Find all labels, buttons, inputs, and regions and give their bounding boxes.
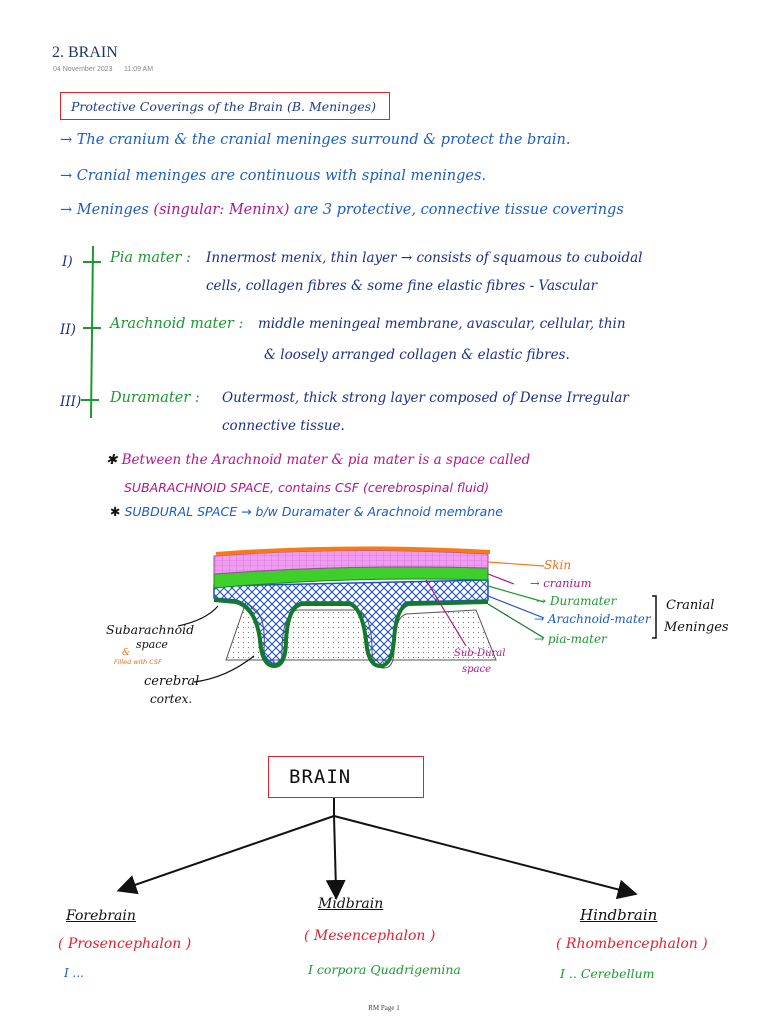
page-title: 2. BRAIN: [52, 44, 118, 61]
layer-3-name: Duramater :: [110, 390, 200, 406]
subdural-note: ✱ SUBDURAL SPACE → b/w Duramater & Arach…: [110, 504, 503, 519]
brain-root-label: BRAIN: [289, 766, 352, 788]
section-heading: Protective Coverings of the Brain (B. Me…: [71, 98, 376, 114]
layer-2-line-1: middle meningeal membrane, avascular, ce…: [258, 316, 626, 332]
meninges-line: → Meninges (singular: Meninx) are 3 prot…: [60, 202, 624, 218]
label-cerebral: cerebral: [144, 674, 200, 689]
branch-forebrain-partial: I ...: [64, 966, 84, 980]
layer-3-line-1: Outermost, thick strong layer composed o…: [222, 390, 629, 406]
label-cranium: → cranium: [530, 576, 592, 590]
subarachnoid-note-line-1: ✱ Between the Arachnoid mater & pia mate…: [106, 452, 531, 468]
brain-tree-arrows: [116, 798, 638, 900]
label-cranial: Cranial: [666, 598, 715, 613]
branch-hindbrain-partial: I .. Cerebellum: [560, 966, 655, 981]
layer-1-line-1: Innermost menix, thin layer → consists o…: [206, 250, 643, 266]
arrow-icon: →: [534, 612, 548, 626]
intro-line-1: → The cranium & the cranial meninges sur…: [60, 132, 571, 148]
intro-line-2: → Cranial meninges are continuous with s…: [60, 168, 487, 184]
label-filled-with-csf: Filled with CSF: [114, 658, 162, 666]
arrow-icon: →: [60, 202, 77, 218]
branch-hindbrain-latin: ( Rhombencephalon ): [556, 936, 708, 952]
note-time: 11:09 AM: [124, 66, 154, 73]
branch-midbrain-latin: ( Mesencephalon ): [304, 928, 436, 944]
asterisk-bullet-icon: ✱: [110, 504, 121, 519]
arrow-icon: →: [60, 168, 77, 184]
subarachnoid-note-line-2: SUBARACHNOID SPACE, contains CSF (cerebr…: [124, 480, 490, 495]
layers-bracket: [81, 245, 101, 419]
label-cortex: cortex.: [150, 692, 193, 706]
label-meninges: Meninges: [664, 620, 729, 635]
arrow-icon: →: [60, 132, 77, 148]
branch-forebrain-latin: ( Prosencephalon ): [58, 936, 192, 952]
meninx-singular: singular: Meninx: [159, 202, 284, 218]
brain-root-box: BRAIN: [268, 756, 424, 798]
pia-mater-shape: [213, 598, 489, 669]
label-subarachnoid-space-1: Subarachnoid: [106, 622, 195, 637]
layer-3-line-2: connective tissue.: [222, 418, 345, 434]
meninges-diagram: [177, 546, 657, 683]
branch-forebrain-name: Forebrain: [66, 908, 136, 924]
label-skin: Skin: [544, 558, 572, 572]
layer-1-name: Pia mater :: [110, 250, 191, 266]
arrow-icon: →: [530, 576, 544, 590]
label-subdural-space-1: Sub-Dural: [454, 648, 506, 659]
layer-2-numeral: II): [60, 322, 76, 338]
branch-midbrain-name: Midbrain: [318, 896, 384, 912]
arrow-icon: →: [534, 632, 548, 646]
page-footer: RM Page 1: [368, 1004, 400, 1012]
layer-3-numeral: III): [60, 394, 82, 410]
label-pia-mater: → pia-mater: [534, 632, 607, 646]
section-heading-box: Protective Coverings of the Brain (B. Me…: [60, 92, 390, 120]
layer-1-line-2: cells, collagen fibres & some fine elast…: [206, 278, 598, 294]
label-ampersand: &: [122, 648, 131, 658]
layer-2-line-2: & loosely arranged collagen & elastic fi…: [264, 347, 570, 363]
layer-2-name: Arachnoid mater :: [110, 316, 244, 332]
branch-midbrain-partial: I corpora Quadrigemina: [308, 962, 461, 977]
skin-shape: [215, 546, 491, 556]
label-subdural-space-2: space: [462, 664, 492, 675]
branch-hindbrain-name: Hindbrain: [580, 906, 658, 924]
arrow-icon: →: [536, 594, 550, 608]
label-arachnoid-mater: → Arachnoid-mater: [534, 612, 651, 626]
asterisk-bullet-icon: ✱: [106, 452, 118, 468]
label-subarachnoid-space-2: space: [136, 638, 168, 651]
label-duramater: → Duramater: [536, 594, 617, 608]
note-date: 04 November 2023: [53, 66, 113, 73]
layer-1-numeral: I): [62, 254, 73, 270]
